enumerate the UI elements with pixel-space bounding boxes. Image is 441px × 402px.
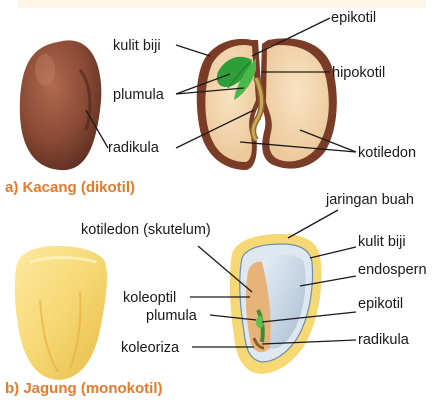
corn-radicle: [252, 337, 265, 350]
label-bean-cotyledon: kotiledon: [358, 145, 416, 161]
bean-right-cotyledon: [266, 45, 329, 162]
corn-whole-kernel: [14, 246, 107, 380]
label-corn-coleorhiza: koleoriza: [121, 340, 180, 356]
label-corn-fruit-tissue: jaringan buah: [325, 192, 414, 208]
top-background-band: [18, 0, 426, 8]
label-corn-coleoptile: koleoptil: [123, 290, 176, 306]
label-bean-plumule: plumula: [113, 87, 165, 103]
caption-corn: b) Jagung (monokotil): [5, 380, 162, 397]
label-bean-epicotyl: epikotil: [331, 10, 376, 26]
label-corn-plumule: plumula: [146, 308, 198, 324]
label-corn-seed-coat: kulit biji: [358, 234, 406, 250]
label-corn-cotyledon-scutellum: kotiledon (skutelum): [81, 222, 211, 238]
caption-bean: a) Kacang (dikotil): [5, 179, 135, 196]
label-bean-hypocotyl: hipokotil: [332, 65, 385, 81]
label-bean-radicle: radikula: [108, 140, 160, 156]
label-bean-seed-coat: kulit biji: [113, 38, 161, 54]
corn-endosperm: [262, 254, 306, 349]
label-corn-radicle: radikula: [358, 332, 410, 348]
bean-plumule-leaf-1: [216, 56, 252, 88]
corn-leader-lines: [190, 209, 357, 348]
bean-leader-lines: [85, 17, 357, 153]
bean-plumule-leaf-2: [234, 58, 256, 100]
bean-open-seed: [196, 38, 337, 170]
label-corn-epicotyl: epikotil: [358, 296, 403, 312]
corn-epicotyl-bud: [256, 316, 264, 328]
label-corn-endosperm: endospern: [358, 262, 427, 278]
corn-section-kernel: [229, 234, 322, 374]
bean-whole-seed: [19, 40, 102, 171]
